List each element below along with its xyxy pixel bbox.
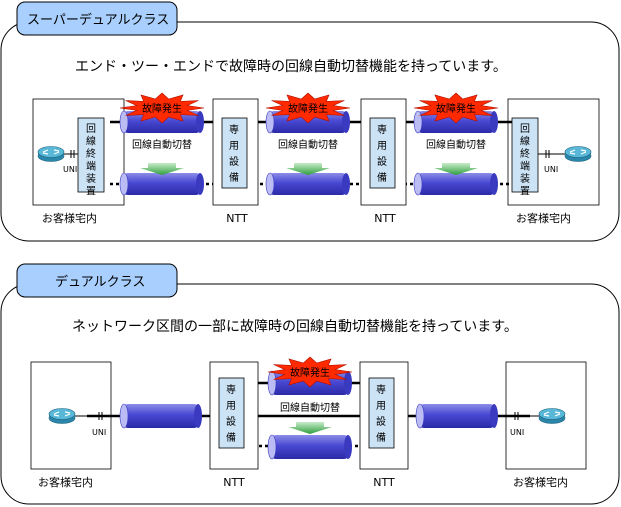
- super-segment-3-switch-label: 回線自動切替: [426, 138, 486, 151]
- super-segment-2-fault-burst-icon: [265, 92, 351, 124]
- super-segment-2-switch-arrow-icon: [286, 163, 330, 175]
- super-segment-2-backup-pipe: [265, 172, 350, 196]
- dual-segment-fault-label: 故障発生: [290, 366, 330, 379]
- super-node-2-panel: [369, 117, 396, 189]
- dual-node-1-panel: [218, 377, 245, 449]
- dual-tab[interactable]: デュアルクラス: [16, 263, 178, 298]
- dual-section: デュアルクラス ネットワーク区間の一部に故障時の回線自動切替機能を持っています。…: [0, 263, 620, 505]
- super-tab[interactable]: スーパーデュアルクラス: [16, 1, 178, 36]
- super-segment-1-switch-arrow-icon: [140, 163, 184, 175]
- super-customer-left-caption: お客様宅内: [42, 211, 97, 225]
- super-uni-right: UNI: [544, 165, 558, 174]
- dual-node-2-panel: [368, 377, 395, 449]
- dual-segment-backup-pipe: [267, 434, 352, 460]
- super-terminal-right-label: 回線終端装置: [520, 123, 530, 198]
- super-node-2-label: 専用設備: [377, 124, 387, 184]
- super-segment-2-switch-label: 回線自動切替: [278, 138, 338, 151]
- super-segment-1-fault-burst-icon: [119, 92, 205, 124]
- super-segment-3-switch-arrow-icon: [434, 163, 478, 175]
- super-node-2-caption: NTT: [374, 212, 396, 225]
- dual-access-pipe-left: [119, 403, 202, 429]
- super-segment-2-fault-label: 故障発生: [288, 102, 328, 115]
- dual-segment-switch-arrow-icon: [288, 422, 332, 434]
- dual-uni-right: UNI: [510, 428, 524, 437]
- super-node-1-panel: [221, 117, 248, 189]
- super-router-right-icon: [564, 145, 592, 163]
- super-segment-3-fault-burst-icon: [413, 92, 499, 124]
- dual-customer-right-caption: お客様宅内: [513, 475, 568, 489]
- super-node-1-caption: NTT: [226, 212, 248, 225]
- super-customer-right-caption: お客様宅内: [516, 211, 571, 225]
- super-terminal-left-label: 回線終端装置: [86, 123, 96, 198]
- super-tab-label: スーパーデュアルクラス: [27, 12, 169, 28]
- dual-segment-switch-label: 回線自動切替: [280, 401, 340, 414]
- super-uni-left: UNI: [63, 165, 77, 174]
- super-segment-3-fault-label: 故障発生: [436, 102, 476, 115]
- dual-access-pipe-right: [415, 403, 498, 429]
- super-dual-section: スーパーデュアルクラス エンド・ツー・エンドで故障時の回線自動切替機能を持ってい…: [0, 1, 620, 242]
- dual-router-right-icon: [538, 407, 566, 425]
- dual-uni-left: UNI: [92, 428, 106, 437]
- super-terminal-left: [77, 117, 105, 193]
- super-router-left-icon: [37, 145, 65, 163]
- dual-customer-left-caption: お客様宅内: [38, 475, 93, 489]
- dual-node-2-caption: NTT: [373, 476, 395, 489]
- dual-tab-label: デュアルクラス: [55, 274, 145, 290]
- super-segment-3-backup-pipe: [413, 172, 498, 196]
- super-terminal-right: [511, 117, 539, 193]
- dual-router-left-icon: [48, 407, 76, 425]
- dual-node-1-caption: NTT: [223, 476, 245, 489]
- super-segment-1-backup-pipe: [119, 172, 204, 196]
- dual-description: ネットワーク区間の一部に故障時の回線自動切替機能を持っています。: [72, 319, 518, 335]
- super-description: エンド・ツー・エンドで故障時の回線自動切替機能を持っています。: [75, 59, 507, 75]
- super-node-1-label: 専用設備: [229, 124, 239, 184]
- dual-node-2-label: 専用設備: [376, 384, 386, 444]
- dual-segment-fault-burst-icon: [267, 356, 353, 388]
- super-segment-1-switch-label: 回線自動切替: [132, 138, 192, 151]
- dual-node-1-label: 専用設備: [226, 384, 236, 444]
- super-segment-1-fault-label: 故障発生: [142, 102, 182, 115]
